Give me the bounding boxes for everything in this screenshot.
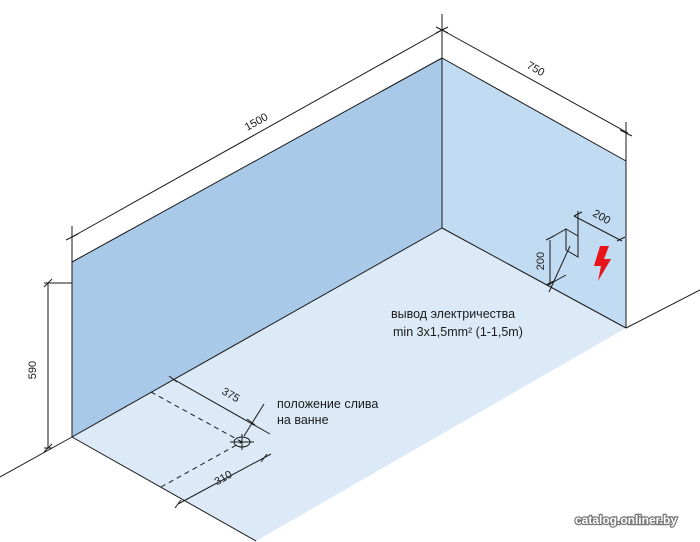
dimension-width xyxy=(435,26,633,161)
drain-guides xyxy=(150,375,272,509)
watermark: catalog.onliner.by xyxy=(575,513,677,527)
socket-height-label: 200 xyxy=(535,252,547,270)
electric-note-line2: min 3x1,5mm² (1-1,5m) xyxy=(393,325,523,339)
drain-note-line1: положение слива xyxy=(277,397,378,411)
electric-note-line1: вывод электричества xyxy=(391,307,515,321)
side-wall xyxy=(442,58,626,328)
lightning-bolt-icon xyxy=(594,246,611,281)
dimension-height-label: 590 xyxy=(27,361,39,379)
dimension-height xyxy=(43,278,72,453)
electric-outlet xyxy=(545,211,626,293)
dimension-width-label: 750 xyxy=(525,60,547,79)
drain-note-line2: на ванне xyxy=(277,413,329,427)
drain-marker xyxy=(230,403,265,450)
dimension-length-label: 1500 xyxy=(243,111,270,133)
floor xyxy=(72,228,626,541)
room-edges xyxy=(0,20,700,542)
back-wall xyxy=(72,58,442,437)
